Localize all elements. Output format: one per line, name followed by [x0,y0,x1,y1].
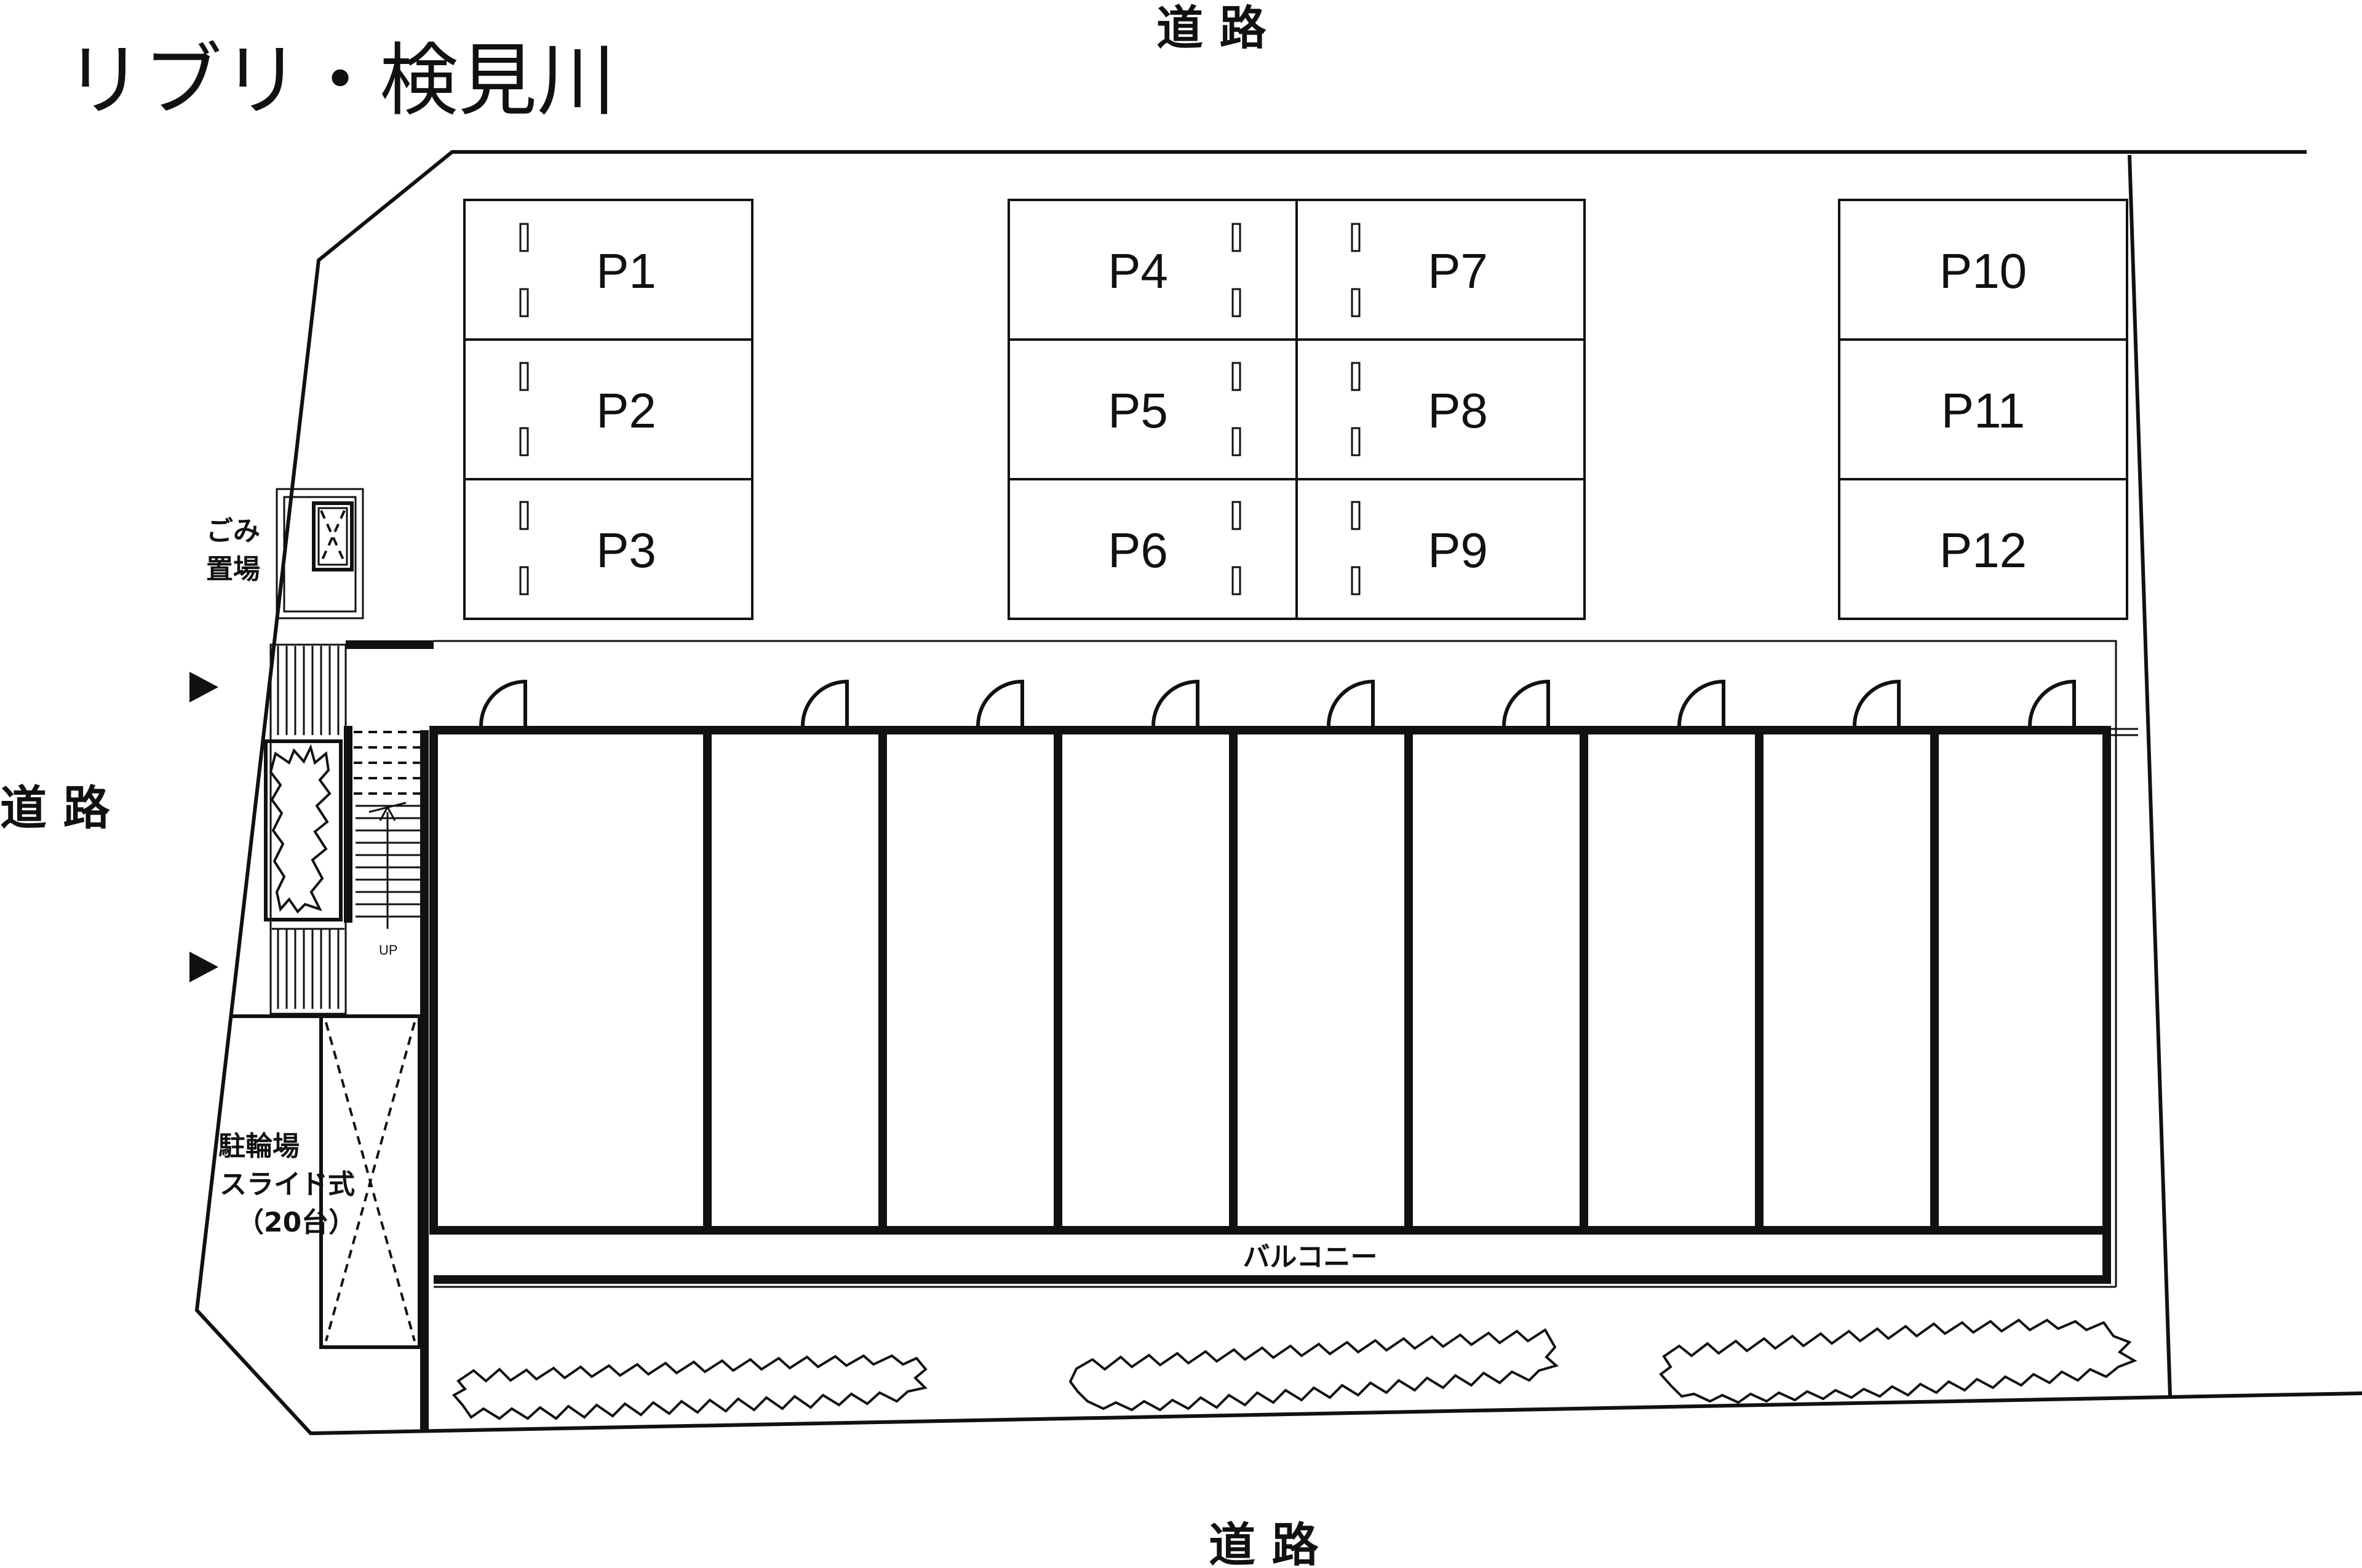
wheel-stops [519,223,1361,595]
parking-label: P12 [1939,523,2027,578]
parking-label: P5 [1108,383,1168,438]
parking-label: P8 [1428,383,1488,438]
entrance-arrow-icon [189,952,218,982]
garbage-area [276,488,364,619]
road-label-south: 道 路 [1209,1518,1319,1568]
bicycle-label-line3: （20台） [237,1207,356,1238]
parking-stall [1008,478,1298,620]
garbage-label-line2: 置場 [206,554,260,585]
corridor-outline [434,640,2117,735]
parking-label: P7 [1428,244,1488,298]
parking-label: P2 [596,383,656,438]
entrance-stair-area: UP [264,640,434,1015]
parking-area: P1 P2 P3 P4 P5 P6 P7 P8 P9 P10 P11 P12 [463,199,2128,620]
parking-stall [1295,199,1586,341]
parking-label: P4 [1108,244,1168,298]
parking-label: P1 [596,244,656,298]
parking-label: P10 [1939,244,2027,298]
property-title: リブリ・検見川 [65,35,616,127]
parking-label: P6 [1108,523,1168,578]
bicycle-parking [233,1014,424,1349]
building-units [420,726,2117,1430]
parking-stall [1008,199,1298,341]
parking-stall [463,338,754,480]
parking-label: P3 [596,523,656,578]
parking-label: P9 [1428,523,1488,578]
site-boundary [194,150,2362,1436]
hedges [451,1318,2137,1420]
bicycle-label-line1: 駐輪場 [218,1131,300,1162]
parking-stall [1838,199,2128,341]
entrance-arrow-icon [189,672,218,702]
road-label-west: 道 路 [0,781,110,835]
garbage-label-line1: ごみ [206,515,260,547]
balcony-label: バルコニー [1243,1241,1377,1273]
door-swings [479,679,2076,726]
parking-stall [463,478,754,620]
stair-up-label: UP [379,942,398,958]
road-label-north: 道 路 [1156,1,1266,55]
parking-stall [1295,478,1586,620]
parking-label: P11 [1941,383,2025,438]
parking-stall [1838,478,2128,620]
parking-stall [463,199,754,341]
parking-stall [1838,338,2128,480]
bicycle-label-line2: スライド式 [220,1169,355,1200]
